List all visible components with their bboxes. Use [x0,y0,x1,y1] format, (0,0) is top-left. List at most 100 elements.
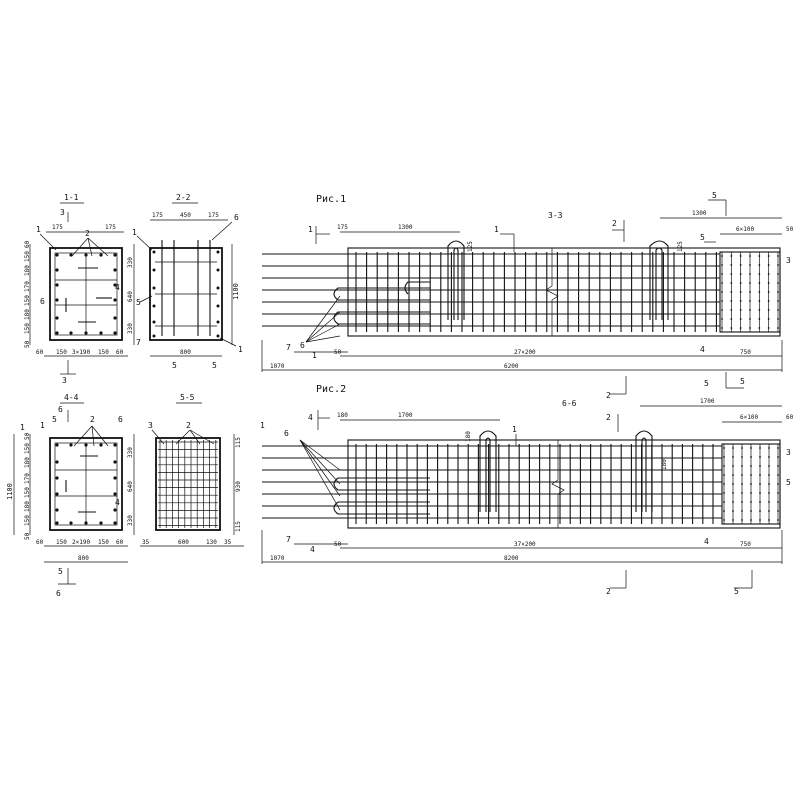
mesh-node [777,465,779,467]
svg-text:150: 150 [24,515,31,526]
mesh-node [732,474,734,476]
svg-text:60: 60 [116,349,124,356]
mesh-node [758,300,761,302]
mesh-node [767,309,770,311]
svg-text:115: 115 [235,437,242,448]
mesh-node [730,273,733,275]
mesh-node [739,273,742,275]
svg-text:180: 180 [24,501,31,512]
elevation-1-longitudinal-bars [262,253,720,327]
mesh-node [759,474,761,476]
mesh-node [741,492,743,494]
section-2-2-title: 2-2 [176,193,191,202]
section-1-1-title: 1-1 [64,193,79,202]
mesh-node [777,492,779,494]
svg-text:1100: 1100 [6,483,14,500]
mesh-node [777,483,779,485]
mesh-node [777,300,779,302]
section-2-2-outline [149,247,223,341]
section-4-4-left-dims: 50 150 180 170 150 180 150 50 [24,432,31,540]
mesh-node [759,447,761,449]
mesh-node [730,291,733,293]
svg-text:150: 150 [24,487,31,498]
mesh-node [767,318,770,320]
svg-text:1300: 1300 [692,210,707,217]
svg-text:7: 7 [286,343,291,352]
mesh-node [732,456,734,458]
mesh-node [777,447,779,449]
mesh-node [732,519,734,521]
svg-text:5: 5 [740,377,745,386]
section-5-5-outline [155,437,221,531]
mesh-node [750,492,752,494]
mesh-node [777,291,779,293]
mesh-node [739,327,742,329]
mesh-node [759,510,761,512]
mesh-node [777,318,779,320]
mesh-node [750,474,752,476]
mesh-node [741,483,743,485]
svg-text:2: 2 [186,421,191,430]
mesh-node [768,447,770,449]
mesh-node [759,456,761,458]
mesh-node [723,510,725,512]
svg-text:5: 5 [58,567,63,576]
mesh-node [777,327,779,329]
mesh-node [741,501,743,503]
svg-text:1100: 1100 [232,283,240,300]
mesh-node [723,492,725,494]
svg-text:4: 4 [700,345,705,354]
mesh-node [768,474,770,476]
elevation-2-lifting-loops: 180 180 [465,430,668,512]
mesh-node [749,282,751,284]
mesh-node [732,510,734,512]
svg-text:4: 4 [308,413,313,422]
svg-text:2: 2 [90,415,95,424]
section-3-3-title: 3-3 [548,211,563,220]
mesh-node [767,255,770,257]
svg-text:6: 6 [284,429,289,438]
mesh-node [721,318,723,320]
svg-text:2×190: 2×190 [72,539,90,546]
mesh-node [767,300,770,302]
svg-text:150: 150 [56,349,67,356]
mesh-node [723,501,725,503]
mesh-node [777,456,779,458]
svg-text:330: 330 [127,323,134,334]
svg-text:2: 2 [612,219,617,228]
svg-text:150: 150 [56,539,67,546]
section-2-2-longitudinal-bars [161,240,211,336]
svg-text:50: 50 [24,432,31,440]
mesh-node [758,291,761,293]
svg-text:750: 750 [740,541,751,548]
svg-text:150: 150 [24,323,31,334]
mesh-node [758,309,761,311]
elevation-2-stirrups [355,444,714,524]
mesh-node [732,501,734,503]
svg-text:150: 150 [98,349,109,356]
mesh-node [777,510,779,512]
mesh-node [750,465,752,467]
mesh-node [721,291,723,293]
svg-text:6×100: 6×100 [736,226,754,233]
elevation-2-end-mesh [723,444,779,524]
svg-text:1: 1 [238,345,243,354]
svg-text:1: 1 [36,225,41,234]
svg-text:1: 1 [260,421,265,430]
svg-text:6: 6 [234,213,239,222]
section-4-4-title: 4-4 [64,393,79,402]
elevation-1: Рис.1 3-3 1 2 5 175 1300 1300 6×100 50 1… [261,191,794,400]
mesh-node [721,264,723,266]
mesh-node [741,456,743,458]
svg-text:5: 5 [704,379,709,388]
mesh-node [768,501,770,503]
mesh-node [730,300,733,302]
mesh-node [741,465,743,467]
svg-text:1: 1 [20,423,25,432]
mesh-node [749,309,751,311]
svg-text:1: 1 [308,225,313,234]
mesh-node [730,327,733,329]
mesh-node [732,483,734,485]
section-1-1-outline [49,247,123,341]
mesh-node [741,510,743,512]
